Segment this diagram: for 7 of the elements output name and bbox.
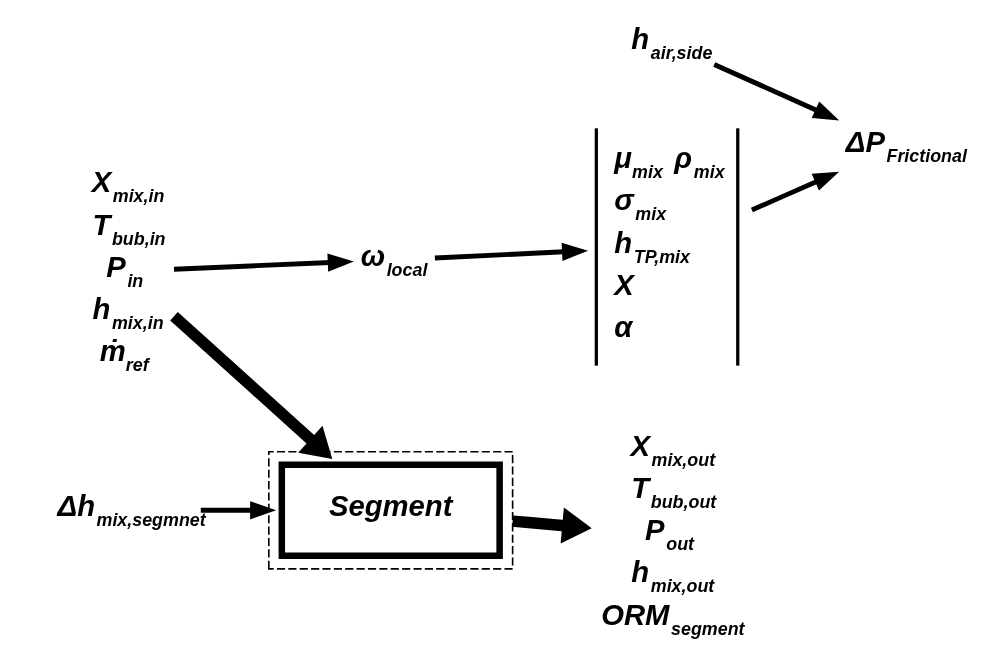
node-text: X$_{mix,in}$ T$_{bub,in}$ P$_{in}$ h$_{mix,in}$ ṁ$_{ref}$ — [91, 166, 166, 376]
node-text: ω$_{local}$ — [360, 239, 427, 280]
node-text: ΔP$_{Frictional}$ — [845, 125, 967, 166]
node-text: μ$_{mix}$ ρ$_{mix}$ σ$_{mix}$ h$_{TP,mix}$ X α — [613, 141, 725, 344]
node-text: X$_{mix,out}$ T$_{bub,out}$ P$_{out}$ h$_{mix,out}$ ORM$_{segment}$ — [600, 429, 745, 639]
node-text: h$_{air,side}$ — [630, 23, 712, 64]
node-text: Δh$_{mix,segmnet}$ — [57, 489, 206, 530]
